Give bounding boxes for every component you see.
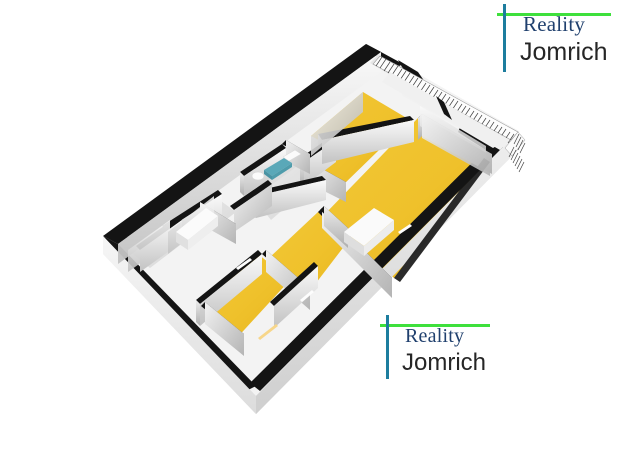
washbasin [282,149,302,162]
wall-right-inner [436,96,452,120]
watermark-logo-bottom: Reality Jomrich [368,313,503,391]
bathtub [264,158,292,176]
bathroom-fixtures [251,149,302,181]
wall-hallway-b [230,180,272,210]
kitchen-counter [344,208,394,246]
furniture [176,208,394,256]
wall-spine-top [318,116,414,140]
storage-counter [176,208,218,240]
logo-green-horizontal-line [380,324,490,327]
logo-text-jomrich: Jomrich [402,349,487,376]
door-openings [236,224,412,340]
logo-teal-vertical-line [503,4,506,72]
toilet [251,171,265,181]
wall-middle-bottom [270,262,318,306]
logo-text-reality: Reality [405,325,465,347]
wall-living-far-stub [394,158,490,282]
logo-text-jomrich: Jomrich [520,38,608,66]
watermark-logo-top-right: Reality Jomrich [487,4,622,82]
logo-text-reality: Reality [523,12,586,36]
logo-green-horizontal-line [497,13,611,16]
balcony-railing [372,55,519,141]
logo-teal-vertical-line [386,315,389,379]
wall-bathroom-a [240,144,286,176]
